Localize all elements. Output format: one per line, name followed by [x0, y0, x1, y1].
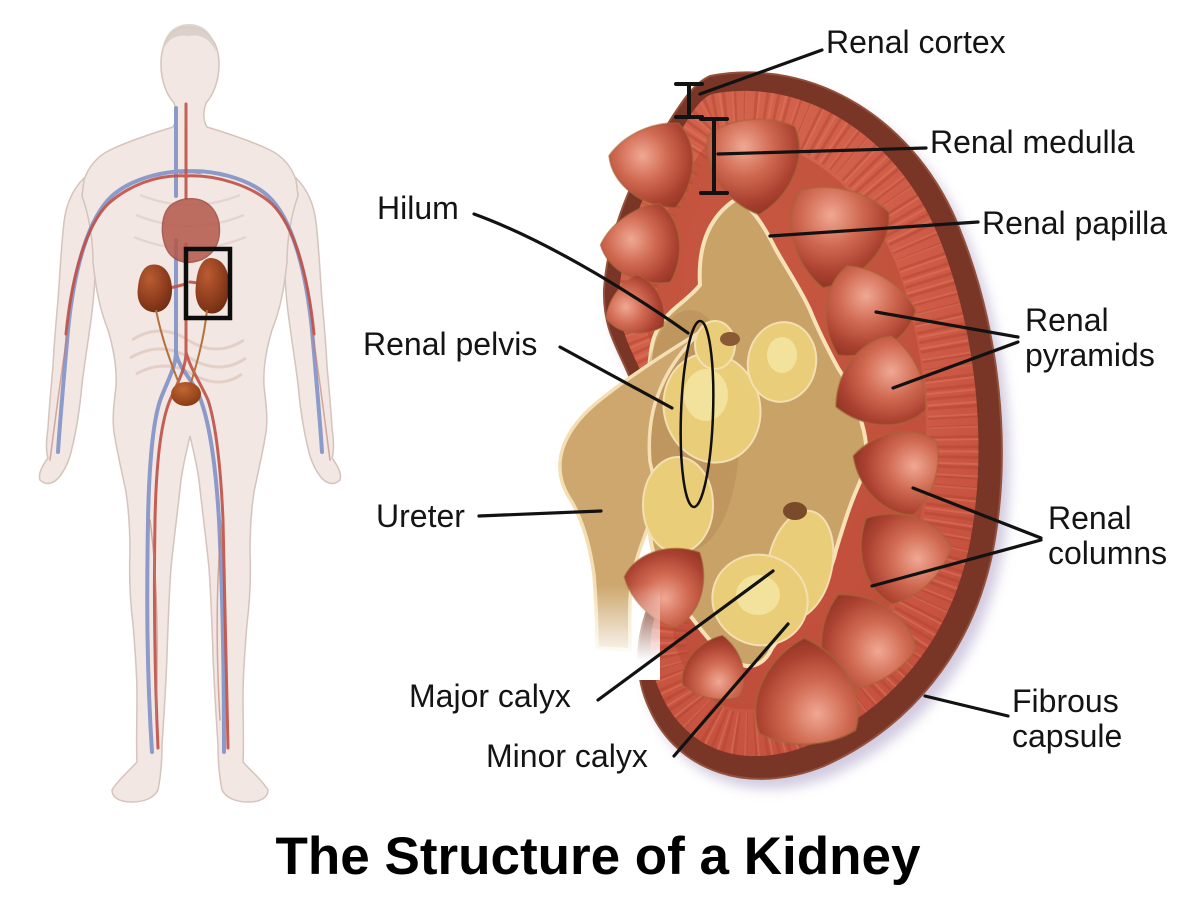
leader-hilum — [472, 212, 690, 335]
label-renal-papilla: Renal papilla — [982, 205, 1168, 241]
leader-renal-papilla — [768, 220, 980, 238]
leader-major-calyx — [596, 569, 775, 702]
kidney-highlight-box — [183, 246, 233, 321]
leader-minor-calyx — [672, 622, 790, 758]
measurement-brackets — [674, 82, 729, 195]
body-kidney-left — [137, 264, 172, 313]
body-figure-illustration — [38, 24, 342, 803]
sinus-vessel-dot — [783, 502, 807, 520]
label-ureter: Ureter — [376, 498, 465, 534]
bladder — [171, 382, 201, 406]
blood-vessels — [49, 102, 331, 754]
label-renal-cortex: Renal cortex — [826, 24, 1006, 60]
hilum-outline — [679, 319, 715, 509]
label-fibrous-capsule: Fibrous capsule — [1012, 683, 1123, 755]
kidney-cross-section-illustration — [545, 71, 1010, 789]
label-renal-pelvis: Renal pelvis — [363, 326, 538, 362]
hair — [162, 24, 216, 52]
leader-renal-medulla — [716, 146, 928, 156]
fat-highlights — [684, 337, 797, 615]
sinus-vessel-dot — [720, 332, 740, 346]
leader-renal-pyramids — [874, 310, 1020, 390]
heart — [161, 198, 221, 264]
label-renal-medulla: Renal medulla — [930, 124, 1135, 160]
leader-ureter — [477, 509, 603, 518]
diagram-title: The Structure of a Kidney — [275, 827, 921, 886]
ureter-fade — [545, 585, 660, 680]
leader-renal-cortex — [698, 48, 824, 96]
label-renal-columns: Renal columns — [1048, 500, 1168, 572]
body-kidney-right — [195, 258, 230, 314]
intestine-sketch — [129, 329, 247, 384]
leader-renal-pelvis — [558, 345, 674, 410]
label-renal-pyramids: Renal pyramids — [1025, 302, 1155, 374]
leader-lines — [472, 48, 1043, 758]
label-minor-calyx: Minor calyx — [486, 738, 648, 774]
leader-fibrous-capsule — [923, 694, 1010, 718]
leader-renal-columns — [870, 486, 1043, 588]
label-hilum: Hilum — [377, 190, 459, 226]
label-major-calyx: Major calyx — [409, 678, 571, 714]
